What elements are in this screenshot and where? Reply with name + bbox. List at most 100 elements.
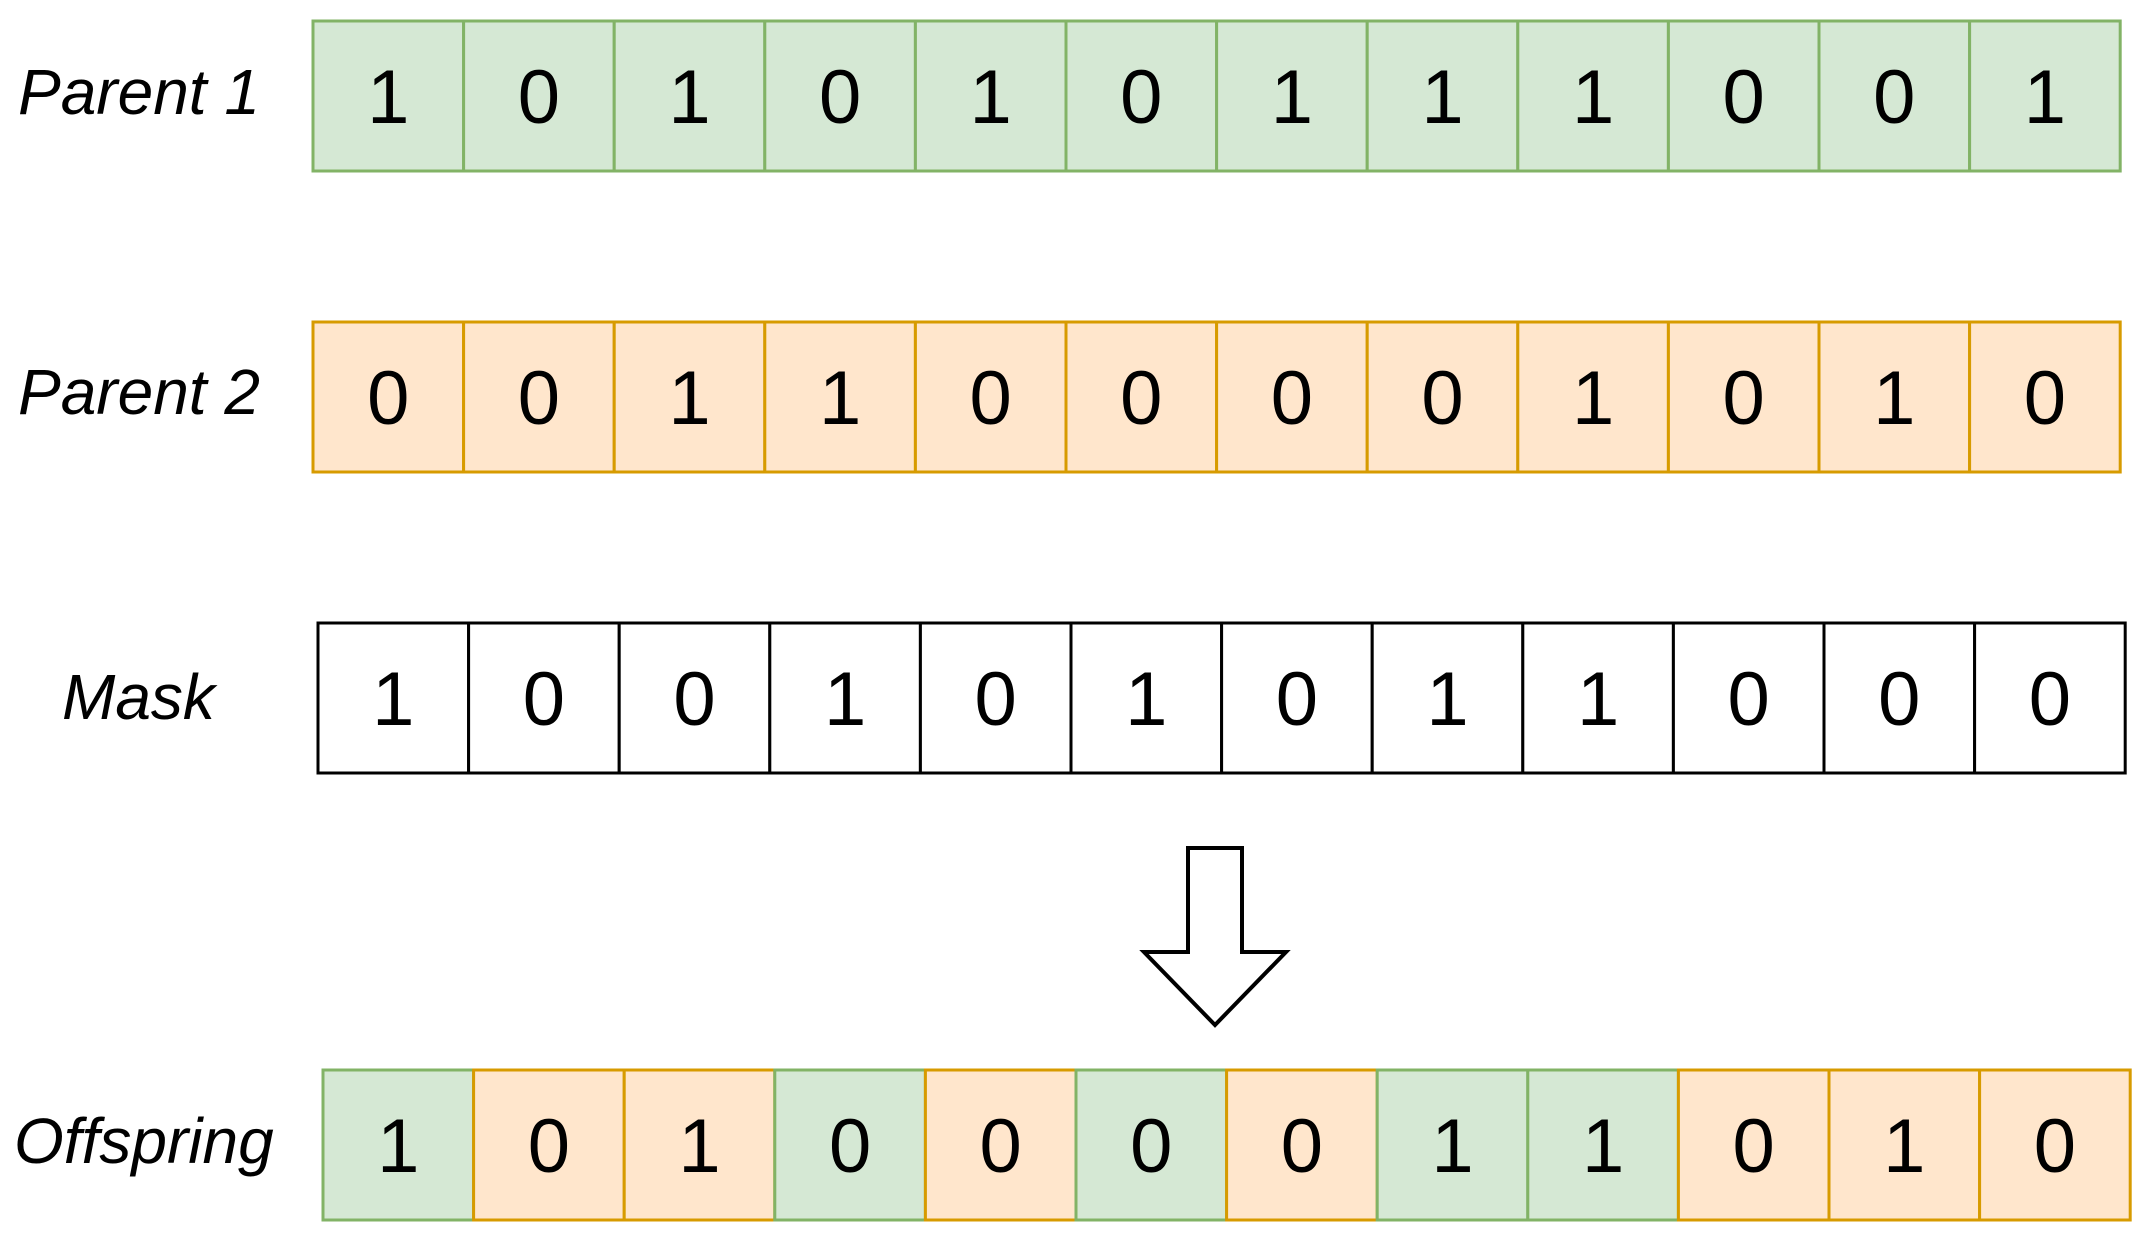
- parent1-bit-value: 1: [367, 55, 409, 140]
- parent1-bit-value: 0: [1873, 55, 1915, 140]
- parent1-bit-box: [612, 19, 767, 173]
- parent1-bit-cell: 1: [913, 19, 1068, 173]
- parent1-bit-box: [462, 19, 616, 173]
- offspring-bit-box: [622, 1068, 777, 1222]
- offspring-bit-cell: 1: [1375, 1068, 1530, 1222]
- mask-bit-box: [768, 621, 922, 775]
- mask-bit-value: 1: [824, 657, 866, 742]
- parent2-bit-box: [1365, 320, 1520, 474]
- offspring-bit-box: [472, 1068, 626, 1222]
- offspring-bit-value: 0: [980, 1104, 1022, 1189]
- parent2-bit-cell: 1: [1817, 320, 1972, 474]
- parent2-bit-box: [1064, 320, 1219, 474]
- parent1-bit-box: [1365, 19, 1520, 173]
- offspring-bit-cell: 1: [622, 1068, 777, 1222]
- offspring-bit-box: [1526, 1068, 1680, 1222]
- mask-bit-cell: 0: [918, 621, 1073, 775]
- parent2-bit-box: [462, 320, 616, 474]
- parent1-bit-box: [1064, 19, 1219, 173]
- offspring-bit-value: 1: [1431, 1104, 1473, 1189]
- mask-bit-cell: 0: [1973, 621, 2127, 775]
- parent2-bit-box: [763, 320, 917, 474]
- parent2-bit-box: [311, 320, 466, 474]
- parent1-bit-box: [1516, 19, 1670, 173]
- mask-label: Mask: [62, 661, 218, 733]
- offspring-bit-cell: 0: [472, 1068, 626, 1222]
- parent1-label: Parent 1: [18, 56, 260, 128]
- mask-bit-box: [1220, 621, 1374, 775]
- parent1-bit-cell: 1: [1215, 19, 1369, 173]
- parent2-bit-box: [1215, 320, 1369, 474]
- parent2-bit-cell: 0: [1215, 320, 1369, 474]
- parent1-bit-box: [1666, 19, 1821, 173]
- parent1-bit-cell: 0: [1064, 19, 1219, 173]
- mask-bit-value: 0: [673, 657, 715, 742]
- mask-bit-cell: 1: [1069, 621, 1224, 775]
- offspring-bit-cell: 1: [321, 1068, 476, 1222]
- offspring-bit-value: 0: [2034, 1104, 2076, 1189]
- parent2-bit-cell: 1: [1516, 320, 1670, 474]
- parent2-bit-box: [913, 320, 1068, 474]
- offspring-bit-box: [321, 1068, 476, 1222]
- offspring-bit-box: [1225, 1068, 1379, 1222]
- parent2-bit-value: 0: [518, 356, 560, 441]
- offspring-bit-value: 1: [377, 1104, 419, 1189]
- parent1-bit-value: 0: [518, 55, 560, 140]
- parent1-bit-box: [913, 19, 1068, 173]
- parent1-bit-cell: 0: [462, 19, 616, 173]
- parent1-bit-value: 0: [1723, 55, 1765, 140]
- offspring-bit-value: 1: [1582, 1104, 1624, 1189]
- parent1-bit-value: 1: [1421, 55, 1463, 140]
- parent2-bit-cell: 1: [763, 320, 917, 474]
- parent2-bit-value: 0: [2024, 356, 2066, 441]
- parent2-bit-cell: 0: [311, 320, 466, 474]
- mask-bit-box: [1973, 621, 2127, 775]
- offspring-bit-cell: 0: [923, 1068, 1078, 1222]
- parent2-bit-cell: 0: [1365, 320, 1520, 474]
- mask-bit-value: 1: [1577, 657, 1619, 742]
- mask-bit-box: [1671, 621, 1826, 775]
- offspring-bit-value: 0: [829, 1104, 871, 1189]
- parent2-bit-box: [1968, 320, 2122, 474]
- offspring-bit-box: [923, 1068, 1078, 1222]
- mask-bit-value: 0: [523, 657, 565, 742]
- parent2-bit-box: [1666, 320, 1821, 474]
- parent2-bit-cell: 0: [1968, 320, 2122, 474]
- parent2-bit-box: [1516, 320, 1670, 474]
- mask-bit-value: 0: [1728, 657, 1770, 742]
- parent1-bit-value: 1: [2024, 55, 2066, 140]
- offspring-bit-box: [1978, 1068, 2132, 1222]
- offspring-bit-value: 0: [1130, 1104, 1172, 1189]
- offspring-bit-value: 1: [678, 1104, 720, 1189]
- parent2-bit-cell: 0: [1064, 320, 1219, 474]
- parent2-bit-box: [1817, 320, 1972, 474]
- parent1-bit-box: [1215, 19, 1369, 173]
- mask-bit-box: [617, 621, 772, 775]
- parent1-bit-cell: 0: [1666, 19, 1821, 173]
- parent2-bit-value: 0: [1421, 356, 1463, 441]
- parent1-bit-value: 1: [668, 55, 710, 140]
- parent2-bit-value: 0: [367, 356, 409, 441]
- parent1-bit-value: 1: [1271, 55, 1313, 140]
- parent2-bit-cell: 1: [612, 320, 767, 474]
- parent1-bit-cell: 1: [1968, 19, 2122, 173]
- mask-bit-cell: 0: [1822, 621, 1977, 775]
- mask-bit-cell: 1: [1370, 621, 1525, 775]
- offspring-bit-value: 1: [1883, 1104, 1925, 1189]
- parent1-bit-value: 0: [819, 55, 861, 140]
- mask-bit-value: 0: [1276, 657, 1318, 742]
- mask-bit-value: 1: [372, 657, 414, 742]
- parent1-bit-cell: 0: [763, 19, 917, 173]
- parent2-bit-value: 1: [1572, 356, 1614, 441]
- offspring-bit-cell: 1: [1526, 1068, 1680, 1222]
- mask-bit-value: 0: [975, 657, 1017, 742]
- offspring-bit-value: 0: [1733, 1104, 1775, 1189]
- mask-bit-cell: 0: [1220, 621, 1374, 775]
- down-arrow-icon: [1139, 846, 1291, 1028]
